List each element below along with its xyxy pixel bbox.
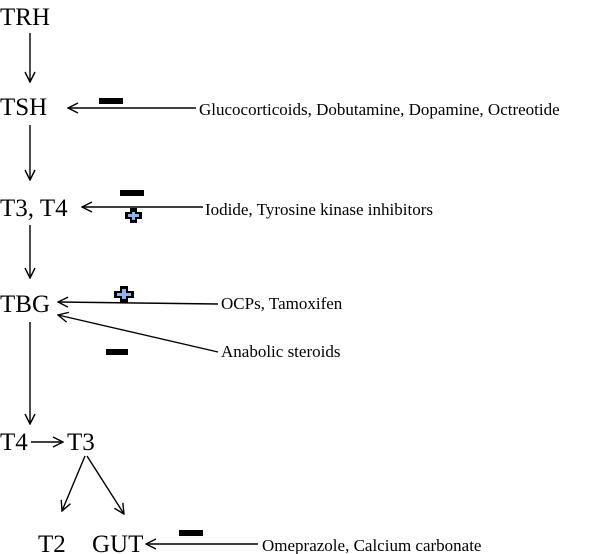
modulator-t3-t4-drugs: Iodide, Tyrosine kinase inhibitors <box>205 200 433 219</box>
node-t2: T2 <box>38 531 66 554</box>
node-tbg: TBG <box>0 291 50 318</box>
minus-icon-t3-t4 <box>120 190 144 196</box>
minus-icon-tbg <box>106 349 128 355</box>
plus-icon-t3-t4 <box>125 208 142 223</box>
arrow-drugs-to-tbg-minus <box>58 315 219 353</box>
node-gut: GUT <box>92 531 143 554</box>
modulator-tbg-minus-drugs: Anabolic steroids <box>221 342 340 361</box>
node-t4: T4 <box>0 429 28 456</box>
arrow-drugs-to-tbg-plus <box>58 302 219 304</box>
minus-icon-tsh <box>99 98 123 104</box>
node-tsh: TSH <box>0 94 47 121</box>
minus-icon-gut <box>179 530 203 536</box>
node-t3: T3 <box>67 429 95 456</box>
modulator-tsh-drugs: Glucocorticoids, Dobutamine, Dopamine, O… <box>199 100 560 119</box>
node-trh: TRH <box>0 4 50 31</box>
plus-icon-tbg <box>114 286 134 303</box>
modulator-gut-drugs: Omeprazole, Calcium carbonate <box>262 536 481 554</box>
arrow-t3-to-t2 <box>62 455 86 511</box>
arrow-t3-to-gut <box>86 455 124 514</box>
node-t3-t4: T3, T4 <box>0 195 68 222</box>
modulator-tbg-plus-drugs: OCPs, Tamoxifen <box>221 294 343 313</box>
